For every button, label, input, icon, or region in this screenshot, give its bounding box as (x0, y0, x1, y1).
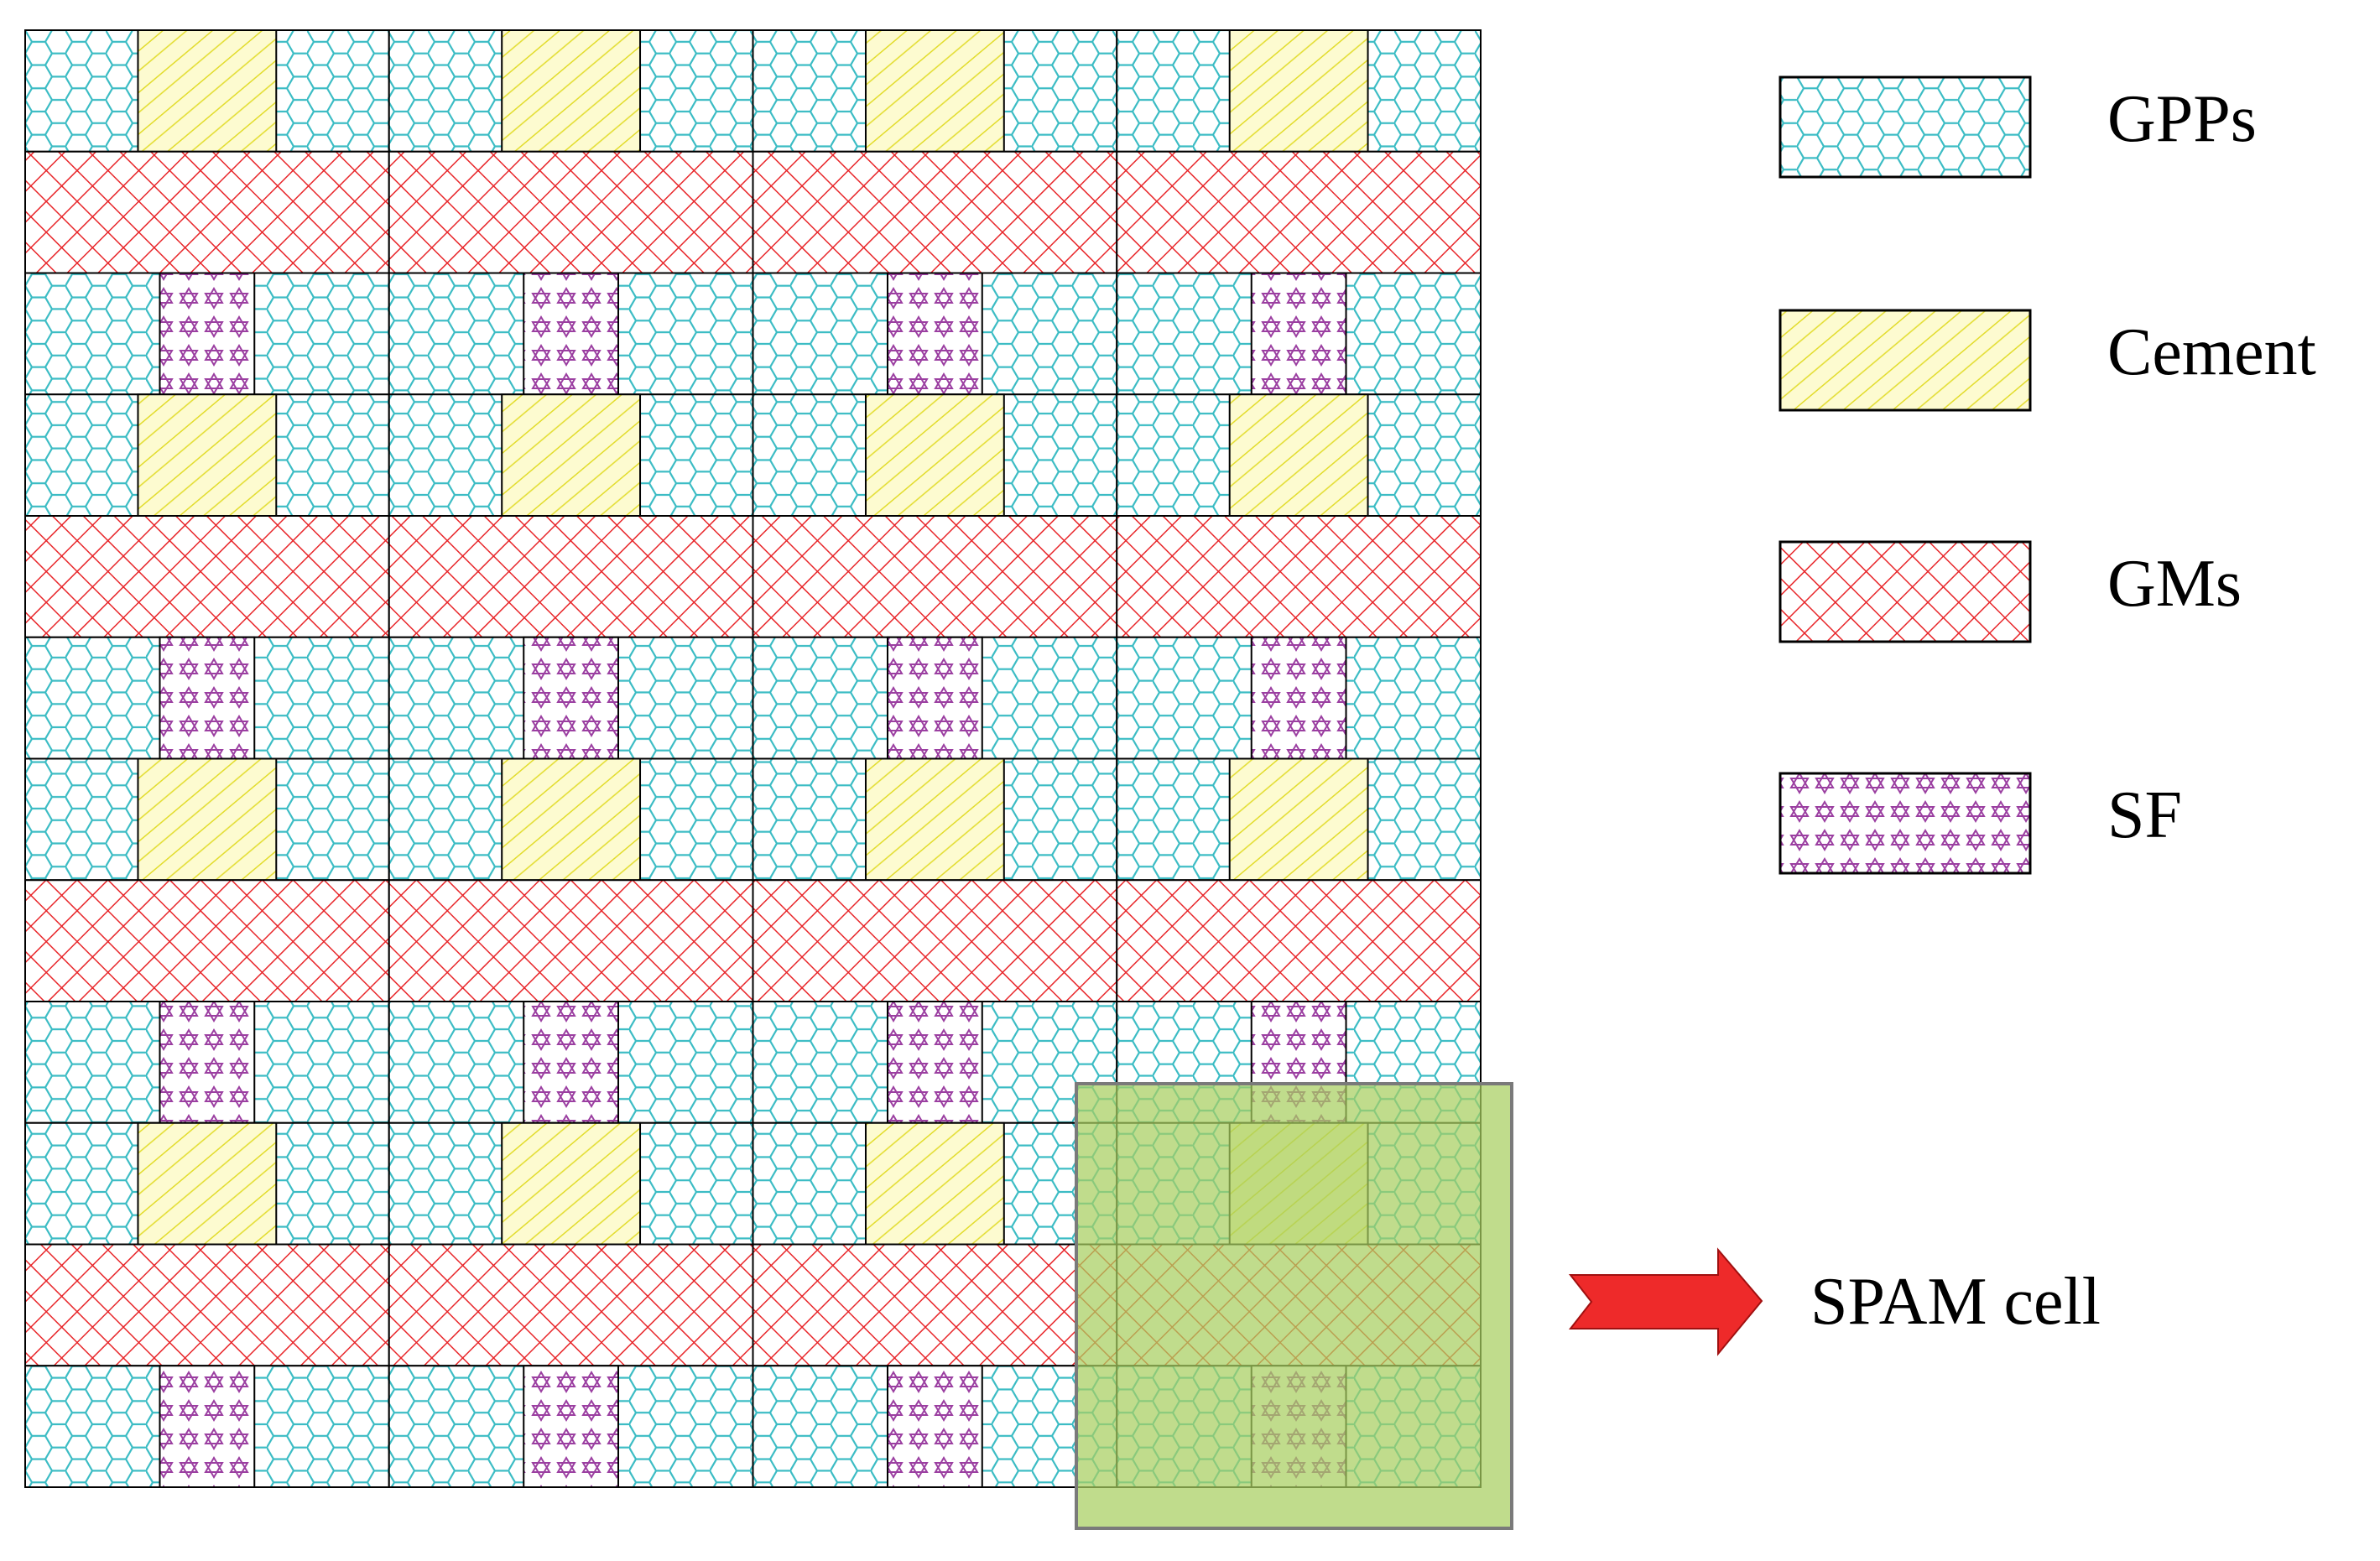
sf-block (886, 1001, 983, 1124)
cement-block (864, 1121, 1005, 1246)
legend-swatch-gms (1778, 540, 2032, 643)
cement-block (137, 757, 278, 882)
cement-block (137, 29, 278, 153)
gms-block (24, 150, 390, 274)
gms-block (1116, 879, 1482, 1002)
spam-cell-label: SPAM cell (1810, 1265, 2101, 1339)
cement-block (501, 757, 642, 882)
sf-block (523, 272, 620, 396)
sf-block (1250, 636, 1347, 760)
gms-block (1116, 515, 1482, 638)
sf-block (523, 636, 620, 760)
sf-block (1250, 272, 1347, 396)
gms-block (388, 879, 754, 1002)
cement-block (501, 393, 642, 517)
sf-block (159, 636, 256, 760)
sf-block (159, 272, 256, 396)
legend-label-cement: Cement (2107, 315, 2316, 389)
gms-block (24, 1243, 390, 1367)
gms-block (24, 879, 390, 1002)
gms-block (24, 515, 390, 638)
gms-block (752, 879, 1118, 1002)
sf-block (886, 1365, 983, 1488)
legend-swatch-cement (1778, 309, 2032, 412)
gms-block (388, 1243, 754, 1367)
legend-swatch-sf (1778, 772, 2032, 875)
gms-block (752, 515, 1118, 638)
cement-block (1228, 29, 1369, 153)
cement-block (1228, 393, 1369, 517)
gms-block (1116, 150, 1482, 274)
gms-block (388, 150, 754, 274)
legend: GPPs Cement GMs SF (1778, 75, 2316, 875)
spam-cell-highlight (1075, 1082, 1513, 1530)
spam-arrow-icon (1568, 1247, 1763, 1356)
cement-block (864, 757, 1005, 882)
sf-block (886, 272, 983, 396)
sf-block (159, 1001, 256, 1124)
gms-block (752, 1243, 1118, 1367)
legend-label-gms: GMs (2107, 547, 2242, 621)
legend-label-gpps: GPPs (2107, 82, 2257, 156)
legend-label-sf: SF (2107, 778, 2182, 852)
cement-block (137, 393, 278, 517)
sf-block (159, 1365, 256, 1488)
cement-block (1228, 757, 1369, 882)
legend-swatch-gpps (1778, 75, 2032, 179)
cement-block (501, 1121, 642, 1246)
sf-block (523, 1001, 620, 1124)
gms-block (752, 150, 1118, 274)
gms-block (388, 515, 754, 638)
sf-block (886, 636, 983, 760)
cement-block (501, 29, 642, 153)
cement-block (864, 393, 1005, 517)
cement-block (864, 29, 1005, 153)
cement-block (137, 1121, 278, 1246)
sf-block (523, 1365, 620, 1488)
